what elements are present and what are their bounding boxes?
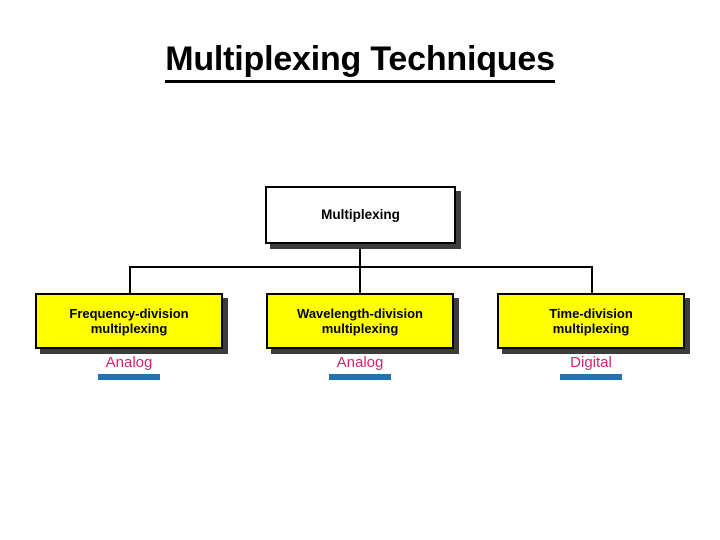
node-wdm-label: Wavelength-division multiplexing [297, 305, 423, 336]
connector-horizontal-bus [129, 266, 593, 268]
signal-underline-bar-wdm [329, 374, 391, 380]
page-title: Multiplexing Techniques [0, 40, 720, 84]
signal-type-tdm: Digital [497, 355, 685, 380]
connector-drop-tdm [591, 266, 593, 294]
node-wavelength-division-multiplexing[interactable]: Wavelength-division multiplexing [266, 293, 454, 349]
signal-type-wdm-label: Analog [336, 354, 384, 371]
signal-type-fdm-label: Analog [105, 354, 153, 371]
node-multiplexing[interactable]: Multiplexing [265, 186, 456, 244]
signal-underline-bar-fdm [98, 374, 160, 380]
node-time-division-multiplexing[interactable]: Time-division multiplexing [497, 293, 685, 349]
signal-type-fdm: Analog [35, 355, 223, 380]
node-fdm-label: Frequency-division multiplexing [69, 305, 189, 336]
signal-type-tdm-label: Digital [570, 354, 612, 371]
connector-root-stem [359, 244, 361, 268]
node-multiplexing-label: Multiplexing [321, 207, 400, 223]
signal-underline-bar-tdm [560, 374, 622, 380]
node-frequency-division-multiplexing[interactable]: Frequency-division multiplexing [35, 293, 223, 349]
signal-type-wdm: Analog [266, 355, 454, 380]
page-title-text: Multiplexing Techniques [165, 40, 555, 84]
connector-drop-wdm [359, 266, 361, 294]
connector-drop-fdm [129, 266, 131, 294]
node-tdm-label: Time-division multiplexing [549, 305, 633, 336]
